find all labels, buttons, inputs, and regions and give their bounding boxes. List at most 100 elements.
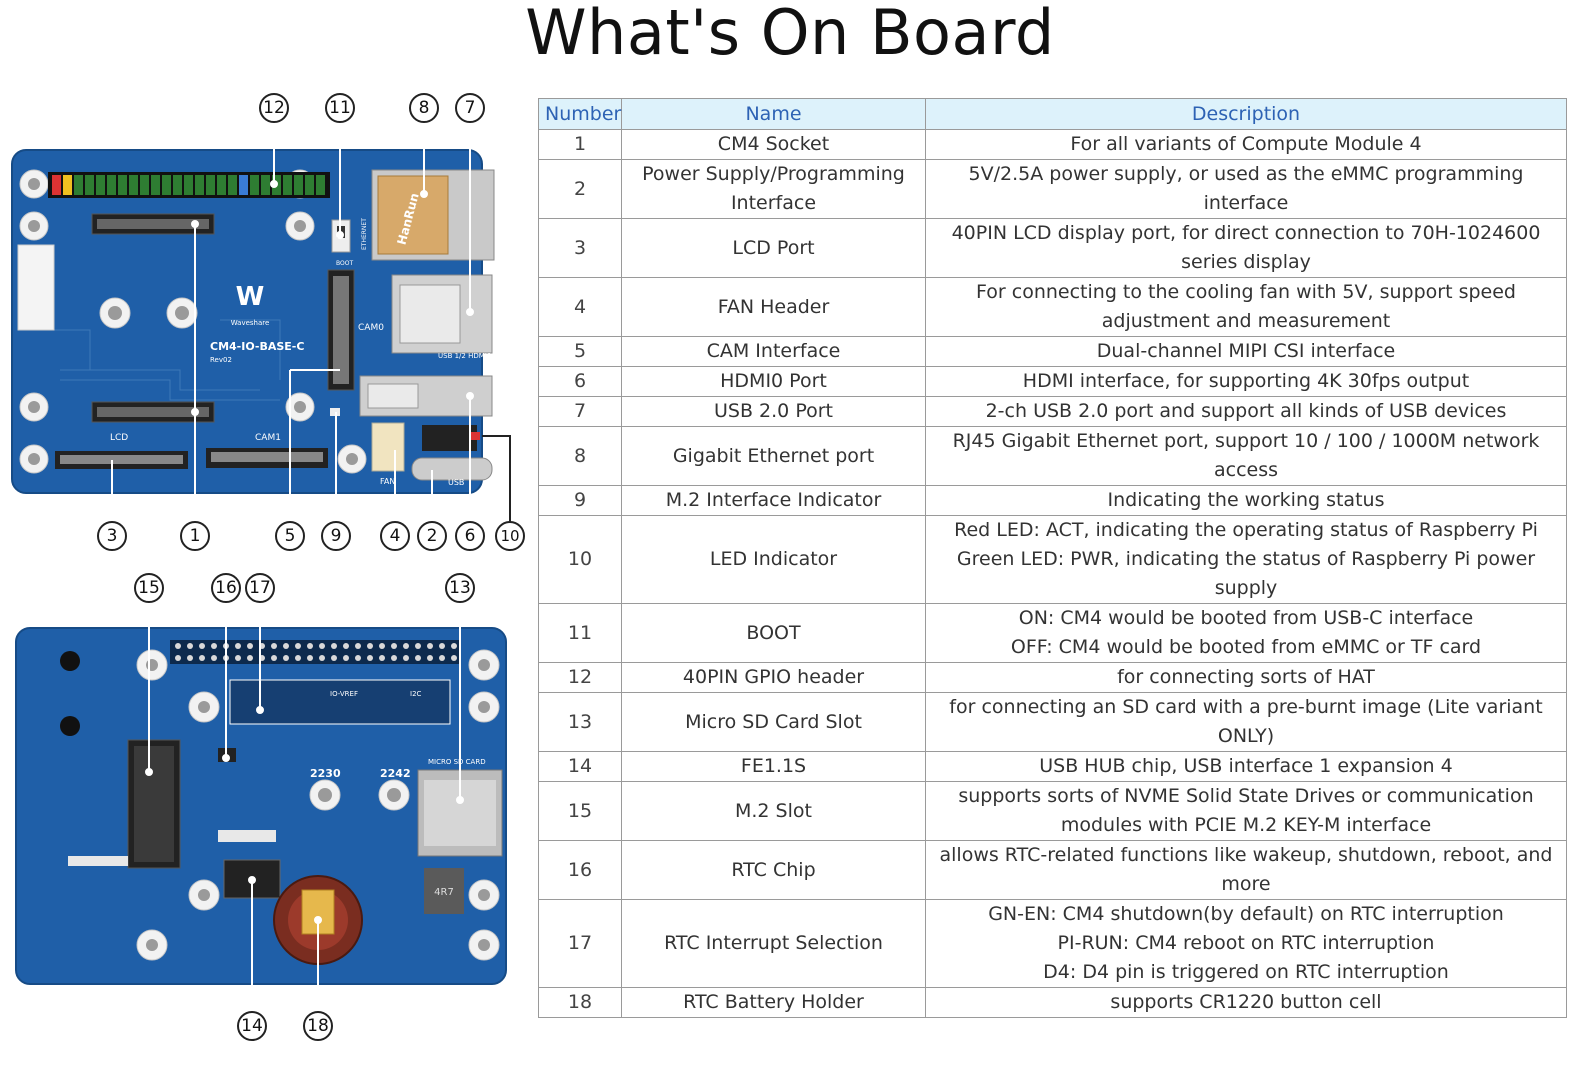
- row-name: FE1.1S: [621, 751, 926, 782]
- row-description: For all variants of Compute Module 4: [925, 129, 1567, 160]
- svg-text:1: 1: [190, 526, 201, 546]
- callout-4: 4: [380, 521, 410, 551]
- row-number: 16: [538, 840, 622, 900]
- callout-15: 15: [134, 573, 164, 603]
- model-label: CM4-IO-BASE-C: [210, 340, 304, 353]
- svg-text:10: 10: [500, 527, 519, 545]
- micro-sd-label: MICRO SD CARD: [428, 758, 486, 766]
- callout-3: 3: [97, 521, 127, 551]
- header-number: Number: [538, 98, 622, 130]
- row-name: BOOT: [621, 603, 926, 663]
- board-top: W Waveshare CM4-IO-BASE-C Rev02 CAM0 BOO…: [11, 122, 511, 522]
- row-name: HDMI0 Port: [621, 366, 926, 397]
- row-description: for connecting an SD card with a pre-bur…: [925, 692, 1567, 752]
- callout-2: 2: [417, 521, 447, 551]
- row-number: 13: [538, 692, 622, 752]
- row-name: Gigabit Ethernet port: [621, 426, 926, 486]
- row-number: 17: [538, 899, 622, 988]
- row-name: CM4 Socket: [621, 129, 926, 160]
- row-name: LED Indicator: [621, 515, 926, 604]
- callout-9: 9: [321, 521, 351, 551]
- row-description: Red LED: ACT, indicating the operating s…: [925, 515, 1567, 604]
- callout-10: 10: [495, 521, 525, 551]
- svg-text:W: W: [236, 282, 265, 312]
- row-name: M.2 Slot: [621, 781, 926, 841]
- row-number: 5: [538, 336, 622, 367]
- svg-text:6: 6: [465, 526, 476, 546]
- row-name: RTC Chip: [621, 840, 926, 900]
- usb-label: USB: [448, 478, 464, 487]
- board-bottom: 2230 2242 IO-VREF I2C MICRO SD CARD 4R7: [15, 605, 507, 1010]
- row-description: 40PIN LCD display port, for direct conne…: [925, 218, 1567, 278]
- row-description: Dual-channel MIPI CSI interface: [925, 336, 1567, 367]
- row-description: allows RTC-related functions like wakeup…: [925, 840, 1567, 900]
- table-header-row: Number Name Description: [538, 98, 1567, 130]
- svg-text:13: 13: [449, 578, 471, 598]
- callout-11: 11: [325, 93, 355, 123]
- svg-text:8: 8: [419, 98, 430, 118]
- row-description: RJ45 Gigabit Ethernet port, support 10 /…: [925, 426, 1567, 486]
- rev-label: Rev02: [210, 356, 232, 364]
- row-number: 15: [538, 781, 622, 841]
- row-number: 11: [538, 603, 622, 663]
- header-name: Name: [621, 98, 926, 130]
- callout-1: 1: [180, 521, 210, 551]
- row-description: 5V/2.5A power supply, or used as the eMM…: [925, 159, 1567, 219]
- row-description: Indicating the working status: [925, 485, 1567, 516]
- row-description: USB HUB chip, USB interface 1 expansion …: [925, 751, 1567, 782]
- row-number: 7: [538, 396, 622, 427]
- row-number: 10: [538, 515, 622, 604]
- callout-16: 16: [211, 573, 241, 603]
- callout-6: 6: [455, 521, 485, 551]
- row-name: LCD Port: [621, 218, 926, 278]
- row-number: 18: [538, 987, 622, 1018]
- row-description: ON: CM4 would be booted from USB-C inter…: [925, 603, 1567, 663]
- callout-13: 13: [445, 573, 475, 603]
- callout-7: 7: [455, 93, 485, 123]
- callout-8: 8: [409, 93, 439, 123]
- inductor-label: 4R7: [434, 887, 454, 898]
- svg-text:11: 11: [329, 98, 351, 118]
- svg-text:2: 2: [427, 526, 438, 546]
- row-description: 2-ch USB 2.0 port and support all kinds …: [925, 396, 1567, 427]
- ethernet-label: ETHERNET: [361, 218, 368, 250]
- callout-12: 12: [259, 93, 289, 123]
- svg-text:4: 4: [390, 526, 401, 546]
- m2-2230-label: 2230: [310, 767, 341, 780]
- row-name: 40PIN GPIO header: [621, 662, 926, 693]
- row-description: For connecting to the cooling fan with 5…: [925, 277, 1567, 337]
- svg-text:16: 16: [215, 578, 237, 598]
- svg-text:18: 18: [307, 1016, 329, 1036]
- row-number: 2: [538, 159, 622, 219]
- callout-18: 18: [303, 1011, 333, 1041]
- row-name: RTC Interrupt Selection: [621, 899, 926, 988]
- fan-label: FAN: [380, 477, 395, 486]
- row-name: FAN Header: [621, 277, 926, 337]
- m2-2242-label: 2242: [380, 767, 411, 780]
- row-description: HDMI interface, for supporting 4K 30fps …: [925, 366, 1567, 397]
- row-number: 14: [538, 751, 622, 782]
- row-number: 9: [538, 485, 622, 516]
- row-name: Micro SD Card Slot: [621, 692, 926, 752]
- board-diagram: W Waveshare CM4-IO-BASE-C Rev02 CAM0 BOO…: [11, 93, 525, 1041]
- boot-label: BOOT: [336, 260, 353, 267]
- i2c-label: I2C: [410, 690, 422, 698]
- cam0-label: CAM0: [358, 323, 384, 333]
- svg-text:5: 5: [285, 526, 296, 546]
